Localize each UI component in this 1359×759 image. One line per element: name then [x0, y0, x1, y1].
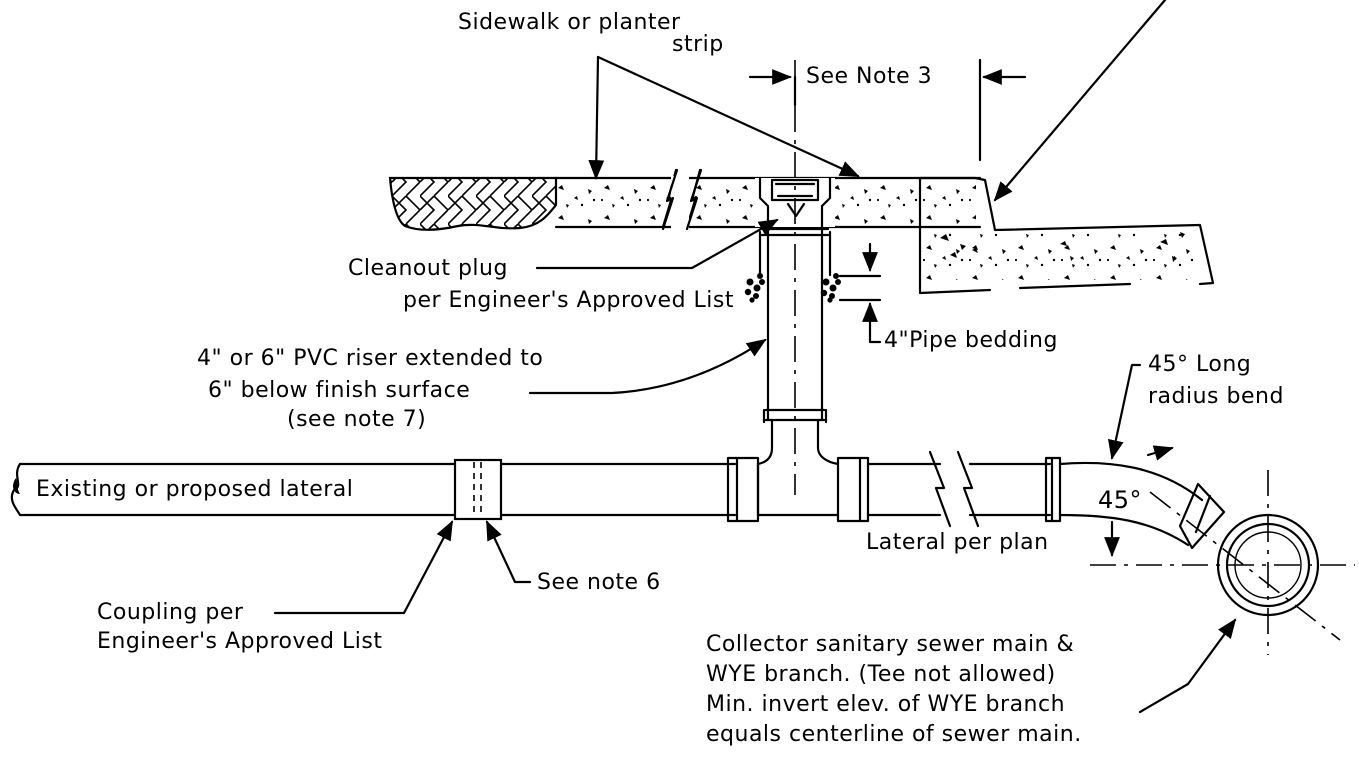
collector-label-line4: equals centerline of sewer main.: [706, 722, 1082, 747]
sidewalk-label-line2: strip: [672, 32, 724, 57]
bend-angle-label: 45°: [1098, 486, 1143, 514]
riser-label-line2: 6" below finish surface: [208, 378, 471, 403]
collector-label-line2: WYE branch. (Tee not allowed): [706, 662, 1056, 687]
coupling-label-line2: Engineer's Approved List: [97, 629, 383, 654]
see-note-3-label: See Note 3: [806, 64, 933, 89]
collector-label-line1: Collector sanitary sewer main &: [706, 632, 1075, 657]
pipe-bedding-label: 4"Pipe bedding: [884, 328, 1058, 353]
leaders: [273, 0, 1237, 714]
see-note-6-label: See note 6: [537, 570, 661, 595]
collector-label-line3: Min. invert elev. of WYE branch: [706, 692, 1066, 717]
sidewalk-label-line1: Sidewalk or planter: [458, 10, 681, 35]
riser-label-line1: 4" or 6" PVC riser extended to: [197, 346, 544, 371]
cleanout-plug-label-line1: Cleanout plug: [348, 256, 508, 281]
coupling-label-line1: Coupling per: [97, 600, 244, 625]
long-radius-bend-label-line2: radius bend: [1148, 384, 1284, 409]
existing-lateral-label: Existing or proposed lateral: [36, 477, 354, 502]
riser-label-line3: (see note 7): [287, 407, 427, 432]
long-radius-bend-label-line1: 45° Long: [1148, 352, 1252, 377]
lateral-per-plan-label: Lateral per plan: [866, 530, 1049, 555]
sidewalk-section: [388, 168, 1215, 295]
lateral-pipe: [10, 418, 1226, 550]
sewer-main: [1090, 470, 1355, 655]
cleanout-plug-label-line2: per Engineer's Approved List: [403, 288, 734, 313]
riser-pipe: [744, 60, 841, 495]
